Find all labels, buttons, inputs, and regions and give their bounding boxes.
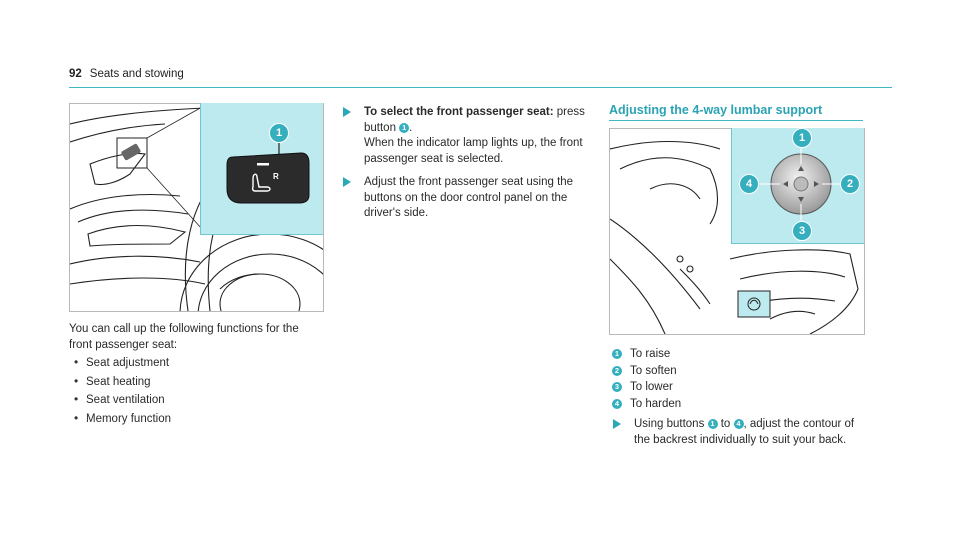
list-item: Seat ventilation [69,392,319,409]
lumbar-heading: Adjusting the 4-way lumbar support [609,103,823,117]
legend-item: 3 To lower [612,380,862,396]
legend-text: To harden [630,397,682,410]
step-arrow-icon [343,177,351,187]
select-passenger-steps: To select the front passenger seat: pres… [339,105,589,222]
detail-inset-lumbar: 1 2 3 4 [731,128,864,244]
legend-number: 1 [612,349,622,359]
legend-text: To soften [630,364,677,377]
step1-text: press button [364,106,585,134]
list-item: Seat adjustment [69,355,319,372]
callout-4-lumbar: 4 [739,174,759,194]
legend-text: To raise [630,348,671,360]
lumbar-step-end: , adjust the contour of the backrest ind… [634,418,855,446]
legend-number: 3 [612,382,622,392]
lumbar-step-text: Using buttons [634,418,708,430]
step1-note: When the indicator lamp lights up, the f… [364,137,583,165]
legend-text: To lower [630,381,673,393]
button-letter-r: R [273,172,279,181]
step-select-seat: To select the front passenger seat: pres… [339,105,589,175]
step1-title: To select the front passenger seat: [364,106,554,118]
list-item: Memory function [69,411,319,428]
functions-list: Seat adjustment Seat heating Seat ventil… [69,355,319,428]
callout-ref-1: 1 [707,419,718,429]
list-item: Seat heating [69,374,319,391]
legend-item: 1 To raise [612,347,862,363]
callout-ref-4: 4 [733,419,744,429]
lumbar-legend: 1 To raise 2 To soften 3 To lower 4 To harde… [612,347,862,413]
page-header: 92 Seats and stowing [69,68,184,80]
lumbar-step-to: to [717,418,734,430]
lumbar-switch-illustration [760,148,842,222]
page-number: 92 [69,68,82,80]
step-arrow-icon [343,107,351,117]
callout-2-lumbar: 2 [840,174,860,194]
seat-illustration [610,141,859,334]
step1-end: . [409,121,413,134]
legend-item: 4 To harden [612,397,862,413]
step-adjust-seat: Adjust the front passenger seat using th… [339,175,589,222]
step2-text: Adjust the front passenger seat using th… [364,176,574,219]
detail-inset-left: R 1 [200,103,323,235]
callout-1-left: 1 [269,123,289,143]
lumbar-heading-rule [609,120,863,121]
section-title: Seats and stowing [89,68,184,80]
legend-number: 4 [612,398,622,409]
callout-1-lumbar: 1 [792,128,812,148]
passenger-button-illustration: R [226,143,310,204]
header-rule [69,87,892,88]
lumbar-step-block: Using buttons 1 to 4, adjust the contour… [609,417,863,448]
functions-intro-block: You can call up the following functions … [69,322,319,427]
legend-item: 2 To soften [612,364,862,380]
step-arrow-icon [613,419,621,429]
step-adjust-lumbar: Using buttons 1 to 4, adjust the contour… [609,417,863,448]
legend-number: 2 [612,365,622,376]
callout-ref-1: 1 [399,122,410,133]
functions-intro: You can call up the following functions … [69,323,299,351]
callout-3-lumbar: 3 [792,221,812,241]
